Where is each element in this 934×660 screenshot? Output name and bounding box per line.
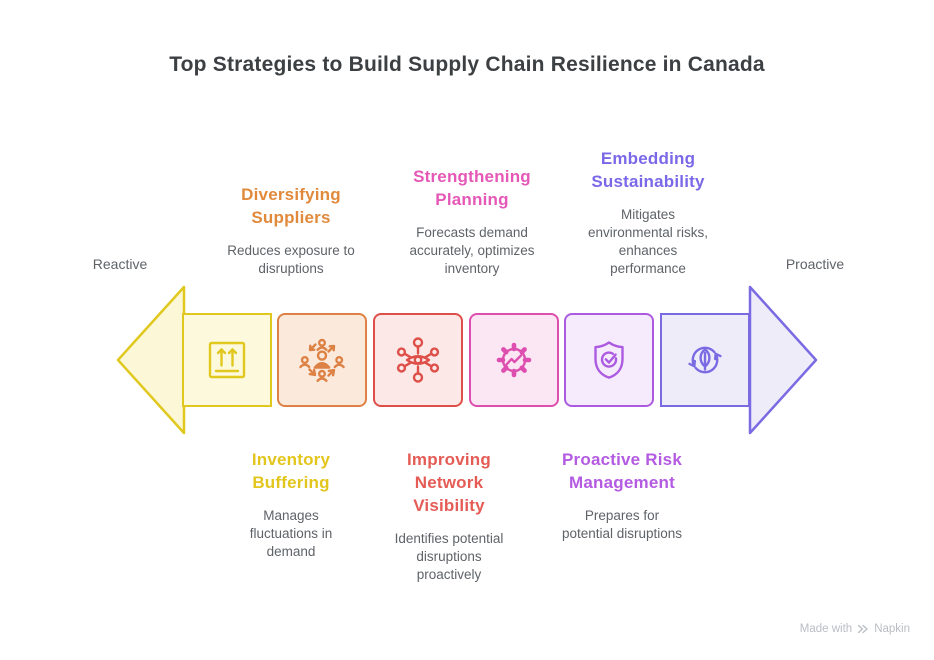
segment-proactive-risk-management — [564, 313, 654, 407]
axis-label-reactive: Reactive — [92, 256, 148, 272]
segment-embedding-sustainability — [660, 313, 750, 407]
strategy-label-improving-network-visibility: Improving Network Visibility Identifies … — [339, 448, 559, 584]
right-arrow-shape — [748, 285, 818, 435]
page-title: Top Strategies to Build Supply Chain Res… — [169, 53, 765, 76]
strategy-name: Strengthening Planning — [413, 167, 531, 209]
strategy-description: Manages fluctuations in demand — [249, 508, 333, 559]
leaf-cycle-icon — [688, 346, 722, 374]
strategy-name: Proactive Risk Management — [562, 450, 682, 492]
eye-network-icon — [396, 337, 440, 383]
strategy-label-inventory-buffering: Inventory Buffering Manages fluctuations… — [181, 448, 401, 561]
strategy-name: Embedding Sustainability — [591, 149, 705, 191]
reactive-arrowhead — [116, 285, 186, 435]
strategy-description: Prepares for potential disruptions — [561, 508, 683, 541]
segment-inventory-buffering — [182, 313, 272, 407]
segment-diversifying-suppliers — [277, 313, 367, 407]
strategy-description: Mitigates environmental risks, enhances … — [587, 207, 709, 276]
shield-check-icon — [594, 341, 624, 379]
strategy-description: Reduces exposure to disruptions — [227, 243, 355, 276]
package-arrows-icon — [208, 341, 246, 379]
gear-chart-icon — [496, 342, 532, 378]
strategy-label-proactive-risk-management: Proactive Risk Management Prepares for p… — [512, 448, 732, 543]
left-arrow-shape — [116, 285, 186, 435]
strategy-name: Inventory Buffering — [251, 450, 331, 492]
watermark-brand: Napkin — [874, 623, 910, 635]
watermark: Made with Napkin — [800, 623, 910, 635]
axis-label-proactive: Proactive — [785, 256, 845, 272]
strategy-description: Identifies potential disruptions proacti… — [394, 531, 504, 582]
segment-improving-network-visibility — [373, 313, 463, 407]
strategy-label-embedding-sustainability: Embedding Sustainability Mitigates envir… — [538, 118, 758, 278]
strategy-description: Forecasts demand accurately, optimizes i… — [409, 225, 535, 276]
napkin-logo-icon — [858, 624, 868, 634]
strategy-name: Diversifying Suppliers — [241, 185, 341, 227]
strategy-name: Improving Network Visibility — [407, 450, 491, 515]
strategy-label-diversifying-suppliers: Diversifying Suppliers Reduces exposure … — [181, 118, 401, 278]
people-cycle-icon — [299, 338, 345, 382]
strategy-label-strengthening-planning: Strengthening Planning Forecasts demand … — [362, 118, 582, 278]
segment-strengthening-planning — [469, 313, 559, 407]
proactive-arrowhead — [748, 285, 818, 435]
watermark-text: Made with — [799, 623, 853, 635]
